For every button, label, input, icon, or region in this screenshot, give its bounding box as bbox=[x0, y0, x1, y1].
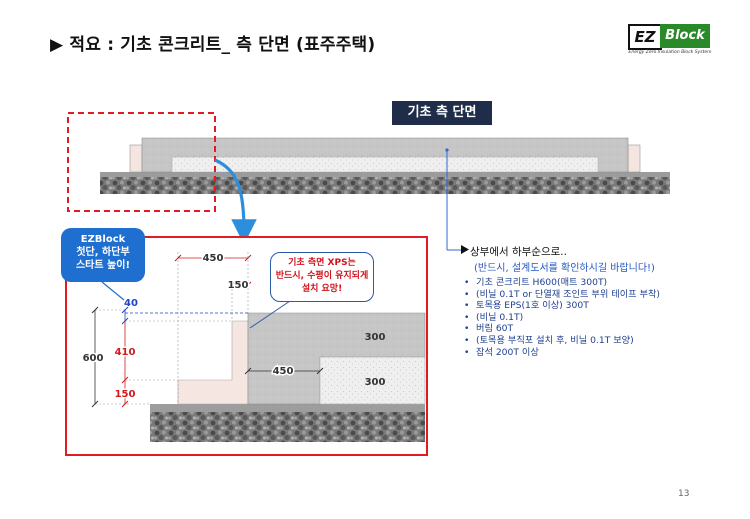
zoom-arrow bbox=[214, 158, 257, 245]
dim-bottom-height: 150 bbox=[113, 380, 137, 408]
overview-xps-right bbox=[627, 144, 641, 173]
spec-item: 잡석 200T 이상 bbox=[464, 347, 660, 359]
detail-section bbox=[95, 252, 426, 442]
note-line: 기초 측면 XPS는 bbox=[288, 258, 356, 268]
spec-item: 기초 콘크리트 H600(매트 300T) bbox=[464, 277, 660, 289]
spec-item: (토목용 부직포 설치 후, 비닐 0.1T 보양) bbox=[464, 335, 660, 347]
dim-label: 150 bbox=[228, 280, 249, 291]
section-label: 기초 측 단면 bbox=[392, 101, 492, 125]
spec-list: 기초 콘크리트 H600(매트 300T) (비닐 0.1T or 단열재 조인… bbox=[464, 277, 660, 358]
dim-top-width: 450 bbox=[174, 252, 252, 266]
xps-level-note: 기초 측면 XPS는 반드시, 수평이 유지되게 설치 요망! bbox=[270, 252, 374, 302]
dim-label: 40 bbox=[124, 298, 138, 309]
detail-gravel-layer bbox=[150, 412, 425, 442]
slide-title: ▶ 적요 : 기초 콘크리트_ 측 단면 (표주주택) bbox=[50, 35, 376, 55]
dim-slab-lower: 300 bbox=[365, 377, 386, 388]
overview-gravel-layer bbox=[100, 176, 670, 194]
dim-insulation-gap: 40 bbox=[121, 298, 138, 325]
dim-slab-upper: 300 bbox=[365, 332, 386, 343]
detail-lean-concrete bbox=[150, 404, 425, 412]
overview-section bbox=[100, 137, 670, 251]
spec-item: (비닐 0.1T or 단열재 조인트 부위 테이프 부착) bbox=[464, 289, 660, 301]
dim-label: 410 bbox=[115, 347, 136, 358]
note-line: 설치 요망! bbox=[301, 284, 343, 294]
dim-label: 450 bbox=[273, 366, 294, 377]
callout-line: 스타트 높이! bbox=[75, 260, 131, 271]
dim-label: 150 bbox=[115, 389, 136, 400]
callout-line: 첫단, 하단부 bbox=[76, 247, 130, 258]
page-number: 13 bbox=[678, 489, 690, 499]
leader-dot bbox=[445, 148, 449, 152]
overview-lean-concrete bbox=[100, 172, 670, 177]
dim-label: 450 bbox=[203, 253, 224, 264]
callout-line: EZBlock bbox=[80, 234, 126, 245]
spec-heading: 상부에서 하부순으로.. bbox=[470, 246, 567, 258]
ezblock-logo: EZ Block Energy Zero Insulation Block Sy… bbox=[628, 24, 712, 58]
dim-middle-height: 410 bbox=[113, 321, 137, 384]
start-height-callout: EZBlock 첫단, 하단부 스타트 높이! bbox=[61, 228, 145, 282]
logo-tagline: Energy Zero Insulation Block System bbox=[628, 50, 712, 55]
highlight-dashed-box bbox=[67, 112, 216, 212]
dim-total-height: 600 bbox=[81, 306, 105, 408]
spec-arrow-icon bbox=[461, 245, 469, 254]
logo-mark-block: Block bbox=[660, 24, 710, 48]
spec-subheading: (반드시, 설계도서를 확인하시길 바랍니다!) bbox=[474, 263, 655, 274]
callout-tail bbox=[101, 281, 125, 301]
dim-top-offset: 150 bbox=[226, 279, 252, 293]
spec-item: (비닐 0.1T) bbox=[464, 312, 660, 324]
overview-xps-left bbox=[129, 144, 143, 173]
dim-label: 600 bbox=[83, 353, 104, 364]
overview-eps-layer bbox=[171, 156, 599, 173]
note-line: 반드시, 수평이 유지되게 bbox=[275, 271, 369, 281]
spec-item: 버림 60T bbox=[464, 323, 660, 335]
dim-inner-width: 450 bbox=[244, 365, 324, 379]
detail-eps-layer bbox=[319, 356, 426, 405]
spec-item: 토목용 EPS(1호 이상) 300T bbox=[464, 300, 660, 312]
note-tail bbox=[249, 300, 291, 329]
